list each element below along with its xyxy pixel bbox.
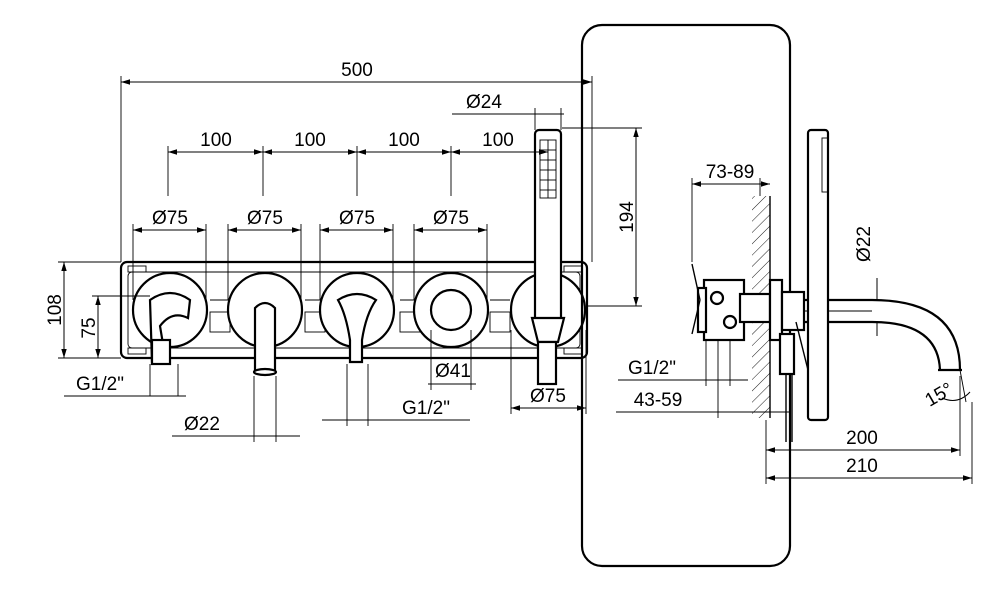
dim-thread-mid: G1/2" — [402, 398, 450, 419]
dim-wall-depth: 73-89 — [706, 162, 755, 183]
dim-plate-height: 108 — [45, 294, 66, 326]
dim-rosette-2: Ø75 — [247, 208, 283, 229]
spout-side — [768, 278, 962, 372]
spout-front — [252, 301, 278, 377]
dim-overall-projection: 210 — [846, 456, 878, 477]
dim-spacing-1: 100 — [200, 130, 232, 151]
lever-3 — [336, 292, 378, 364]
dim-rosette-1: Ø75 — [152, 208, 188, 229]
dim-spout-dia-side: Ø22 — [854, 226, 875, 262]
dim-spout-dia: Ø22 — [184, 414, 220, 435]
valve-body — [691, 263, 772, 342]
dim-inlet-height: 75 — [79, 317, 100, 338]
hand-shower-front — [530, 128, 566, 386]
dim-spacing-2: 100 — [294, 130, 326, 151]
dim-rosette-3: Ø75 — [339, 208, 375, 229]
dim-adjust-depth: 43-59 — [634, 390, 683, 411]
side-view: 73-89 Ø22 G1/2" 43-59 15° 200 210 — [616, 128, 973, 484]
dim-total-width: 500 — [341, 60, 373, 81]
dim-spout-angle: 15° — [922, 379, 957, 412]
dim-spacing-3: 100 — [388, 130, 420, 151]
dim-rosette-4: Ø75 — [433, 208, 469, 229]
dim-holder-height: 194 — [617, 201, 638, 233]
dim-spacing-4: 100 — [482, 130, 514, 151]
front-view: 500 Ø24 100 100 100 100 Ø75 Ø75 Ø75 — [45, 60, 642, 442]
dim-handshower-dia: Ø24 — [466, 92, 502, 113]
dim-knob-dia: Ø41 — [435, 361, 471, 382]
dim-thread-left: G1/2" — [76, 374, 124, 395]
dim-thread-side: G1/2" — [628, 358, 676, 379]
knob-4 — [429, 288, 473, 332]
dim-rosette-5: Ø75 — [530, 386, 566, 407]
lever-1 — [148, 291, 192, 366]
dim-spout-projection: 200 — [846, 428, 878, 449]
hand-shower-side — [778, 128, 830, 442]
